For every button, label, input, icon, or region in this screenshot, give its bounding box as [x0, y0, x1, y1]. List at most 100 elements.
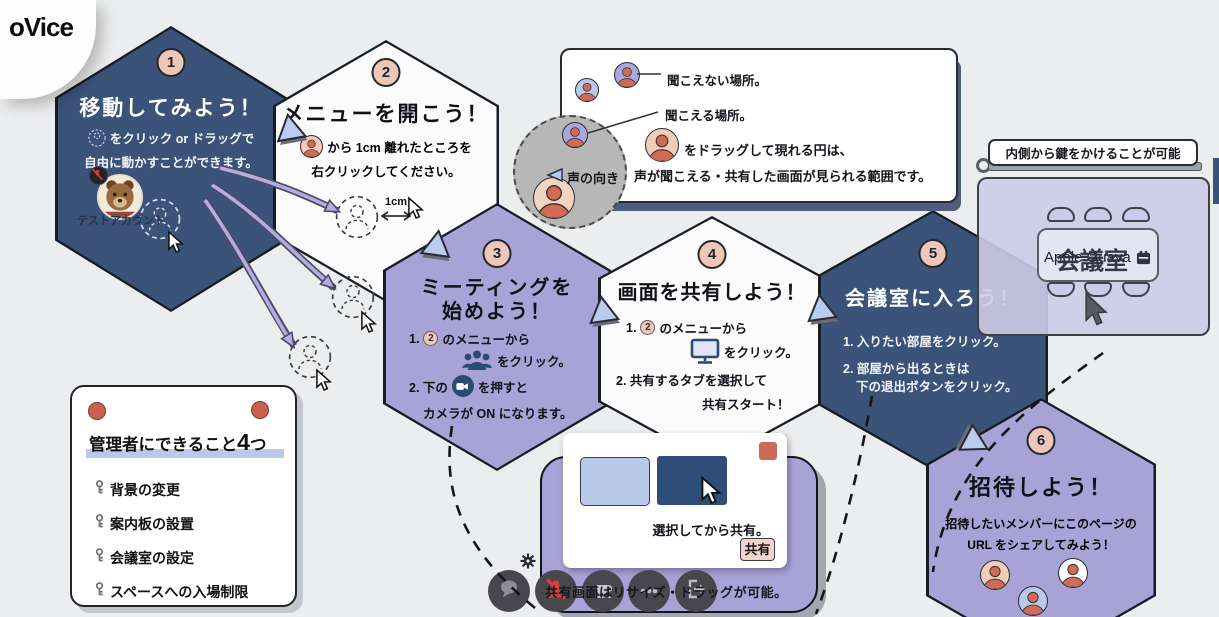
- menu-step-badge: 2: [423, 331, 439, 346]
- cursor-icon: [315, 368, 334, 393]
- key-icon: [94, 479, 105, 500]
- admin-item-label: スペースへの入場制限: [110, 583, 249, 600]
- title-highlight-bar: [86, 449, 284, 458]
- step-number-badge: 2: [371, 58, 401, 87]
- chat-button[interactable]: [488, 570, 530, 612]
- admin-item-label: 案内板の設置: [110, 515, 194, 532]
- hexagon-body-line: をクリック or ドラッグで: [109, 132, 255, 146]
- hexagon-body-line: から 1cm 離れたところを: [327, 141, 472, 155]
- step-text: のメニューから: [442, 333, 530, 347]
- voice-direction-triangle-icon: [546, 167, 564, 188]
- room-chair[interactable]: [1047, 207, 1075, 222]
- key-icon: [94, 581, 105, 602]
- admin-title-text: 管理者にできること: [89, 436, 238, 454]
- calendar-icon[interactable]: [1136, 250, 1151, 270]
- admin-title-text: つ: [249, 436, 267, 454]
- flow-triangle-3-4: [589, 295, 621, 327]
- avatar-move-target-dashed-circle: [139, 198, 181, 240]
- hexagon-title: ミーティングを: [420, 277, 574, 299]
- hexagon-title: メニューを開こう！: [282, 103, 490, 126]
- step-text: 2. 共有するタブを選択して: [616, 374, 768, 388]
- mic-muted-badge-icon: [89, 166, 108, 185]
- admin-card-title: 管理者にできること4つ: [89, 429, 266, 456]
- hexagon-title: 会議室に入ろう！: [845, 288, 1021, 310]
- admin-info-card: 管理者にできること4つ 背景の変更 案内板の設置 会議室の設定 スペースへの入場…: [70, 385, 297, 607]
- speaking-user-avatar[interactable]: [533, 177, 575, 219]
- hexagon-body-line: 右クリックしてください。: [311, 165, 461, 179]
- voice-range-circle[interactable]: 声の向き: [513, 115, 627, 229]
- step-text: 共有スタート！: [702, 398, 790, 412]
- person-avatar-icon: [645, 128, 679, 162]
- step-text: のメニューから: [659, 322, 747, 336]
- tab-thumbnail-selected[interactable]: [657, 456, 727, 505]
- room-chair[interactable]: [1084, 282, 1112, 297]
- person-avatar-icon: [614, 62, 640, 88]
- flow-triangle-4-5: [807, 293, 839, 325]
- right-click-target-dashed-circle: [335, 195, 379, 239]
- move-arrow-3: [202, 197, 297, 346]
- step-text: 1. 入りたい部屋をクリック。: [843, 335, 1006, 349]
- step-text: をクリック。: [497, 354, 572, 369]
- room-cursor-icon: [1082, 291, 1110, 332]
- hexagon-title: 始めよう！: [442, 301, 552, 323]
- move-arrow-2: [210, 182, 334, 291]
- audible-place-label: 聞こえる場所。: [665, 109, 753, 123]
- step-number-badge: 1: [156, 48, 186, 77]
- meeting-room[interactable]: Apple Guava 会議室: [977, 177, 1210, 336]
- admin-list-item: 案内板の設置: [94, 513, 194, 534]
- pin-dot: [251, 401, 269, 419]
- stop-share-square[interactable]: [759, 442, 777, 460]
- admin-list-item: 背景の変更: [94, 479, 180, 500]
- gear-icon[interactable]: [520, 553, 536, 574]
- room-chair[interactable]: [1047, 282, 1075, 297]
- avatar-move-target-dashed-circle: [288, 335, 332, 379]
- flow-triangle-5-6: [955, 423, 990, 451]
- step-number-badge: 5: [918, 239, 948, 268]
- step-number-badge: 3: [482, 239, 512, 268]
- person-avatar-icon: [575, 78, 599, 102]
- monitor-icon: [690, 338, 720, 365]
- tutorial-hexagon-menu: 2 メニューを開こう！ から 1cm 離れたところを 右クリックしてください。 …: [273, 40, 499, 302]
- room-chair[interactable]: [1084, 207, 1112, 222]
- room-table[interactable]: Apple Guava 会議室: [1037, 228, 1159, 282]
- voice-direction-label: 声の向き: [567, 171, 620, 186]
- step-text: 2. 下の: [409, 380, 448, 395]
- more-dots-icon: [637, 577, 661, 606]
- tab-select-dialog[interactable]: 選択してから共有。 共有: [563, 433, 787, 568]
- person-avatar-icon: [300, 135, 324, 158]
- user-avatar[interactable]: [97, 174, 143, 220]
- room-chair[interactable]: [1122, 207, 1150, 222]
- room-chair[interactable]: [1122, 282, 1150, 297]
- offscreen-object-right: [1213, 158, 1219, 204]
- person-avatar-icon[interactable]: [562, 122, 588, 148]
- inaudible-place-label: 聞こえない場所。: [667, 74, 768, 88]
- drag-circle-note-line: 声が聞こえる・共有した画面が見られる範囲です。: [634, 169, 932, 184]
- shared-screen-note: 共有画面はリサイズ・ドラッグが可能。: [545, 585, 788, 600]
- mic-mute-button[interactable]: [535, 570, 577, 612]
- admin-list-item: スペースへの入場制限: [94, 581, 248, 602]
- away-status-button[interactable]: [582, 570, 624, 612]
- hexagon-title: 画面を共有しよう！: [617, 282, 807, 304]
- more-options-button[interactable]: [628, 570, 670, 612]
- menu-step-badge: 2: [640, 320, 656, 335]
- mic-muted-icon: [543, 576, 569, 607]
- room-label: 会議室: [1056, 248, 1128, 275]
- move-arrow-1: [219, 164, 338, 215]
- avatar-move-target-dashed-circle: [331, 275, 375, 319]
- leave-button[interactable]: [675, 570, 717, 612]
- admin-list-item: 会議室の設定: [94, 547, 194, 568]
- flow-triangle-2-3: [419, 228, 451, 261]
- step-text: をクリック。: [724, 346, 799, 360]
- hexagon-title: 移動してみよう！: [79, 97, 263, 120]
- camera-button-icon: [451, 375, 474, 397]
- ovice-logo[interactable]: oVice: [9, 12, 74, 42]
- step-text: カメラが ON になります。: [423, 407, 573, 421]
- invited-member-avatar: [1018, 586, 1048, 616]
- share-hint: 選択してから共有。: [652, 523, 769, 538]
- tab-thumbnail-light[interactable]: [580, 457, 650, 506]
- share-button[interactable]: 共有: [740, 538, 775, 561]
- cursor-icon: [167, 230, 186, 255]
- avatar-name-label: テストアカウント: [77, 215, 165, 227]
